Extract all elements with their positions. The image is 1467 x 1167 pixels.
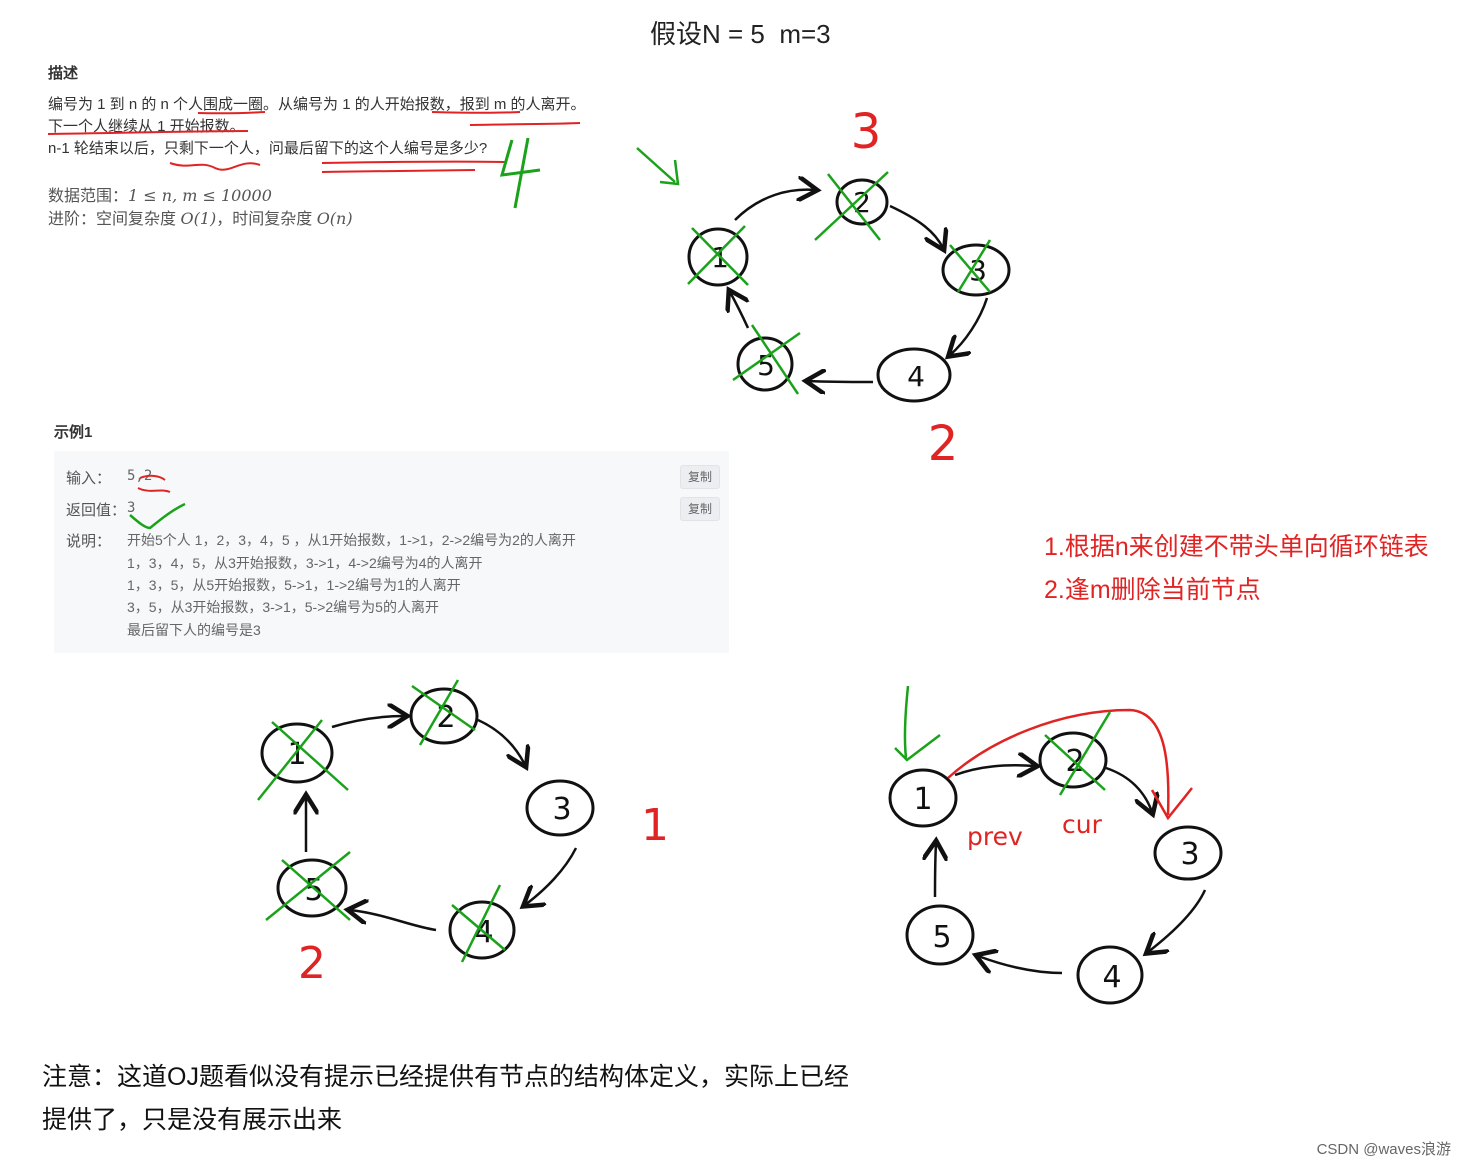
input-label: 输入： [66,470,112,487]
top-count-2: 2 [928,416,959,472]
prev-label: prev [967,822,1023,851]
explain-line-5: 最后留下人的编号是3 [127,622,261,638]
input-value: 5,2 [127,468,153,484]
watermark: CSDN @waves浪游 [1316,1141,1451,1158]
time-complexity: O(n) [316,209,353,228]
step-2: 2.逢m删除当前节点 [1044,576,1261,604]
description-heading: 描述 [48,65,79,82]
explain-line-4: 3，5，从3开始报数，3->1，5->2编号为5的人离开 [127,599,439,615]
description-underlines [47,111,581,493]
advanced-mid: ，时间复杂度 [216,211,317,228]
check-mark [129,502,186,530]
cur-label: cur [1062,810,1103,839]
space-complexity: O(1) [180,209,217,228]
copy-input-button[interactable]: 复制 [680,465,720,489]
note-line-1: 注意：这道OJ题看似没有提示已经提供有节点的结构体定义，实际上已经 [42,1063,849,1091]
data-range-label: 数据范围： [48,188,129,205]
answer-mark [499,137,541,209]
explain-line-3: 1，3，5，从5开始报数，5->1，1->2编号为1的人离开 [127,577,461,593]
data-range: 数据范围：1 ≤ n, m ≤ 10000 [48,182,272,206]
left-count-1: 1 [641,800,669,851]
advanced-requirement: 进阶：空间复杂度 O(1)，时间复杂度 O(n) [48,205,353,229]
description-line-1: 编号为 1 到 n 的 n 个人围成一圈。从编号为 1 的人开始报数，报到 m … [48,96,586,113]
diagram-top: 1 2 3 4 5 3 2 [636,104,1011,472]
right-node-3: 3 [1180,837,1199,872]
return-value: 3 [127,500,136,516]
left-node-5: 5 [304,873,323,908]
top-node-4: 4 [907,360,925,393]
data-range-value: 1 ≤ n, m ≤ 10000 [128,186,272,205]
note-line-2: 提供了，只是没有展示出来 [42,1106,343,1134]
top-count-3: 3 [851,104,882,160]
step-1: 1.根据n来创建不带头单向循环链表 [1044,533,1429,561]
advanced-label: 进阶：空间复杂度 [48,211,181,228]
left-node-3: 3 [552,792,571,827]
explain-line-1: 开始5个人 1，2，3，4，5 ，从1开始报数，1->1，2->2编号为2的人离… [127,532,576,548]
diagram-bottom-right: 1 2 3 4 5 prev cur [888,685,1223,1005]
explain-line-2: 1，3，4，5，从3开始报数，3->1，4->2编号为4的人离开 [127,555,483,571]
explain-label: 说明： [66,533,112,550]
top-node-3: 3 [969,254,987,287]
copy-return-button[interactable]: 复制 [680,497,720,521]
example-panel [54,451,729,653]
example-heading: 示例1 [54,424,93,441]
right-node-5: 5 [932,920,951,955]
right-node-1: 1 [913,782,932,817]
right-node-4: 4 [1102,960,1121,995]
left-count-2: 2 [298,938,326,989]
diagram-bottom-left: 1 2 3 4 5 1 2 [257,679,669,989]
description-line-3: n-1 轮结束以后，只剩下一个人，问最后留下的这个人编号是多少? [48,140,488,157]
return-label: 返回值： [66,502,127,519]
top-node-5: 5 [757,349,775,382]
page-title: 假设N = 5 m=3 [650,19,831,49]
